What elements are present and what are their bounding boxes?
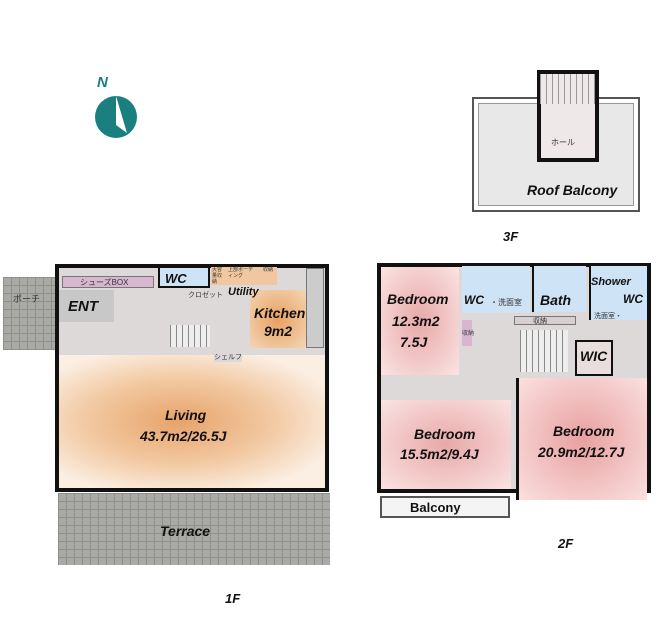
storage-a-label: 収納 [533,318,547,325]
living-room [59,355,325,488]
terrace [58,493,330,565]
wic-label: WIC [580,348,608,364]
storage-b-label: 収納 [462,331,475,337]
bedroom-1-label: Bedroom [387,291,449,307]
shower-wc [589,266,647,320]
wc-1f-label: WC [165,271,187,286]
shoes-box [62,276,154,288]
utility-storage [211,267,277,285]
floor-label-3f: 3F [503,229,519,244]
bedroom-2-area: 15.5m2/9.4J [400,446,479,462]
wc-2-label: WC [623,292,643,306]
balcony-label: Balcony [410,500,461,515]
wc-1f [158,266,210,288]
ent-label: ENT [68,298,98,315]
wc-washroom-2f [462,266,530,313]
wic [575,340,613,376]
bedroom-2 [381,400,511,489]
utility-label: Utility [228,286,259,298]
storage2-label: 収納 [263,267,274,273]
washroom-2-label: 洗面室・ [594,313,622,320]
storage-b [462,320,472,346]
shower-label: Shower [591,276,631,288]
bedroom-1 [381,267,459,375]
bedroom-3-area: 20.9m2/12.7J [538,444,625,460]
living-area-label: 43.7m2/26.5J [140,428,227,444]
porch-label: ポーチ [13,294,41,304]
bath-label: Bath [540,292,572,308]
roof-balcony-label: Roof Balcony [527,182,618,198]
kitchen-counter [306,268,324,348]
storage-large-label: 大容量収納 [212,267,223,285]
bedroom-2-label: Bedroom [414,426,476,442]
shelf-label: シェルフ [214,352,242,362]
living-label: Living [165,407,207,423]
stairs-2f [520,330,568,372]
floor-label-1f: 1F [225,591,241,606]
entrance [59,290,114,322]
upper-pantry-label: 上部ボーディング [228,267,254,279]
washroom-1-label: ・洗面室 [490,298,522,307]
kitchen-area-label: 9m2 [264,323,293,339]
shoes-box-label: シューズBOX [80,278,129,287]
bedroom-3 [516,378,647,500]
stairs [540,74,596,104]
stairs-1f [170,325,210,347]
kitchen [250,290,306,348]
hall-label: ホール [551,138,575,147]
bedroom-1-area: 12.3m2 [392,313,440,329]
closet-label: クロゼット [188,292,223,299]
terrace-label: Terrace [160,523,211,539]
storage-a [514,316,576,325]
floor-label-2f: 2F [558,536,574,551]
compass-icon [95,96,137,138]
kitchen-label: Kitchen [254,305,306,321]
porch [3,277,58,350]
balcony [380,496,510,518]
bedroom-1-j: 7.5J [400,334,428,350]
bedroom-3-label: Bedroom [553,423,615,439]
bath [532,266,586,312]
compass-north-label: N [97,74,108,91]
wc-2f-label: WC [464,293,484,307]
